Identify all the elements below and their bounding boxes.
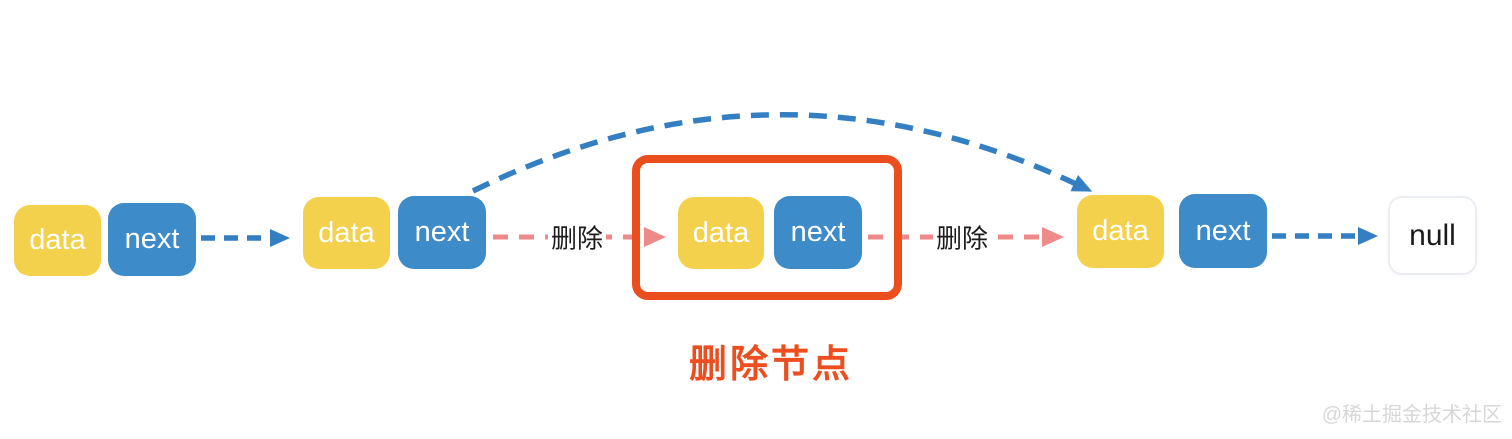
node-2-next-box: next xyxy=(398,196,486,269)
node-1-data-box: data xyxy=(14,205,101,276)
delete-highlight-rect xyxy=(632,155,902,300)
node-2-data-box: data xyxy=(303,197,390,269)
null-box: null xyxy=(1388,196,1477,275)
node-3-data-box: data xyxy=(678,197,764,269)
watermark: @稀土掘金技术社区 xyxy=(1321,404,1502,426)
node-4-next-box: next xyxy=(1179,194,1267,268)
node-3-next-box: next xyxy=(774,196,862,269)
delete-arrow-label-right: 删除 xyxy=(932,218,992,256)
delete-arrow-label-left: 删除 xyxy=(547,218,607,256)
node-4-data-box: data xyxy=(1077,195,1164,268)
node-1-next-box: next xyxy=(108,203,196,276)
delete-node-caption: 删除节点 xyxy=(688,344,854,386)
